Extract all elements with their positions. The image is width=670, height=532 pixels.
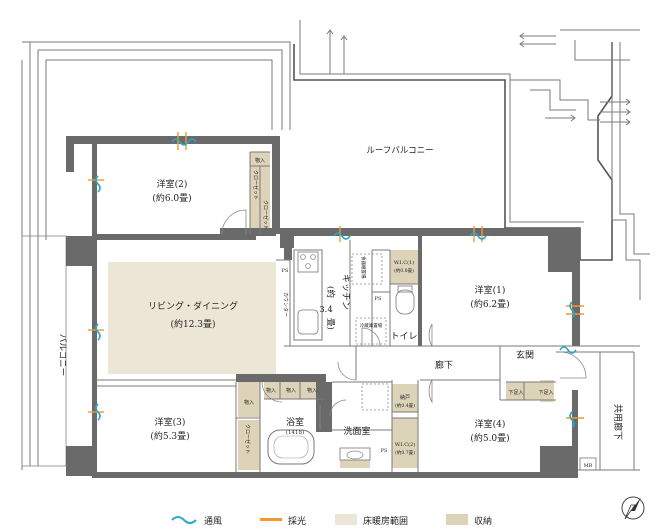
vent-icon [171,516,197,524]
toilet-label: トイレ [390,332,417,342]
bedroom1-name: 洋室(1) [475,284,506,296]
closet-label-a: クローゼット [252,170,259,200]
bedroom3-name: 洋室(3) [155,416,186,428]
arrow-lines [326,29,631,126]
wic2-size: (約0.7畳) [395,449,415,456]
pantry-size: (約0.4畳) [395,402,415,409]
legend-item-storage: 収納 [446,514,492,527]
kitchen-size-close: 畳) [325,318,336,330]
roof-balcony-label: ルーフバルコニー [366,146,433,156]
kitchen-size-num: 3.4 [319,305,333,315]
kitchen-name: キッチン [340,274,351,310]
bedroom2-size: (約6.0畳) [152,192,191,204]
legend-heating-label: 床暖房範囲 [363,515,408,527]
roof-balcony-area: ルーフバルコニー [21,20,650,470]
walls [66,136,580,478]
meter-box [579,457,597,471]
pantry-label: 納戸 [400,394,410,401]
bedroom3-size: (約5.3畳) [150,430,189,442]
mb-label: MB [584,463,593,469]
legend-item-vent: 通風 [171,516,222,527]
storage-label-bedroom3: 物入 [244,399,254,406]
wic1-label: W.I.C(1) [394,259,414,266]
legend-light-label: 採光 [288,515,306,527]
wic2-label: W.I.C(2) [395,441,415,448]
legend-storage-label: 収納 [474,515,492,527]
shoe-storage-label-b: 下足入 [538,390,553,396]
storage-label-c: 物入 [266,387,276,394]
bath-size: (1418) [286,429,304,436]
bedroom4-size: (約5.0畳) [470,432,509,444]
ps-label-kitchen: PS [282,268,289,274]
bathtub-icon [267,429,315,465]
wic1-size: (約0.8畳) [394,267,414,274]
compass-north-icon [621,496,645,520]
storage-label-e: 物入 [307,387,317,394]
toilet-icon [395,289,415,315]
dish-shelf-label: 食器棚置場 [360,256,367,279]
closet-label-b: クローゼット [262,200,269,230]
balcony-label: バルコニー [57,334,67,376]
hallway-label: 廊下 [435,359,453,371]
light-icon [260,518,282,521]
entrance-label: 玄関 [516,349,534,361]
storage-label-bedroom2: 物入 [255,157,265,164]
interior-lines [96,151,640,472]
bath-name: 浴室 [286,416,304,428]
bedroom1-size: (約6.2畳) [470,298,509,310]
closet-label-c: クローゼット [244,424,251,454]
ps-label-wash: PS [381,448,388,454]
kitchen-size-open: (約 [325,286,336,298]
small-labels: 物入 クローゼット クローゼット W.I.C(1) (約0.8畳) 物入 クロー… [244,157,593,469]
floor-heating-swatch [335,514,357,525]
fixtures [267,251,597,471]
kitchen-label: キッチン (約 3.4 畳) [319,274,351,330]
bedroom4-name: 洋室(4) [475,418,506,430]
dish-shelf-icon [351,253,383,285]
living-name: リビング・ダイニング [148,300,238,312]
legend-vent-label: 通風 [204,516,222,527]
legend: 通風 採光 床暖房範囲 収納 [171,514,492,527]
storage-swatch [446,514,468,525]
common-corridor-text: 共用廊下 [612,404,624,440]
shoe-storage-label: 下足入 [508,390,523,396]
storage-fills [238,152,554,470]
washroom-label: 洗面室 [343,425,370,437]
bedroom2-name: 洋室(2) [157,178,188,190]
storage-label-d: 物入 [286,387,296,394]
fridge-icon [355,317,387,345]
washbasin-icon [339,447,371,461]
floor-heating-area [108,262,276,374]
living-size: (約12.3畳) [170,318,215,330]
balcony-area: バルコニー [21,235,67,467]
legend-item-floor-heating: 床暖房範囲 [335,514,408,527]
fridge-label: 冷蔵庫置場 [360,322,383,329]
doors [221,209,587,430]
common-corridor-label: 共用廊下 [612,404,624,440]
sink-icon [297,309,319,335]
ventilation-markers [95,138,577,429]
washing-machine-icon [361,383,389,411]
stove-icon [297,251,319,273]
counter-label: カウンター [282,292,289,317]
ps-label-toilet: PS [375,296,382,302]
legend-item-light: 採光 [260,515,306,527]
